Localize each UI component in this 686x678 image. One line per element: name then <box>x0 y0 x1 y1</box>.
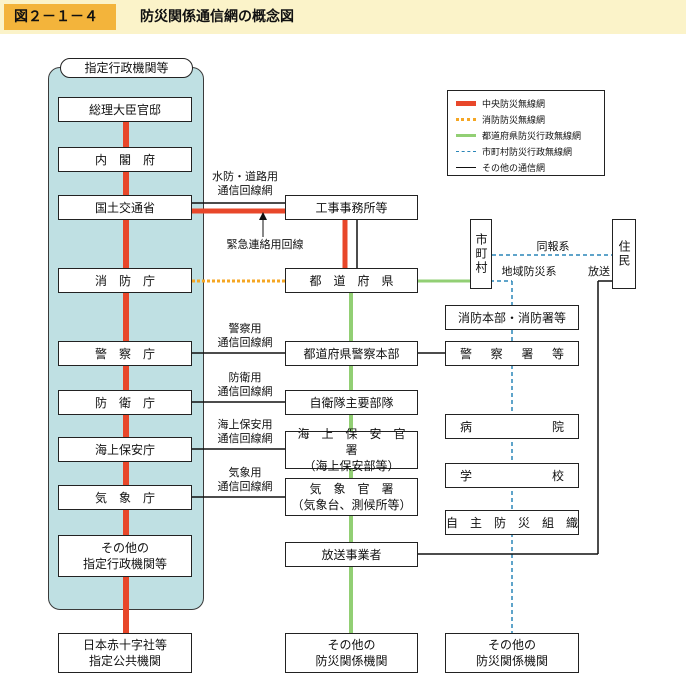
agency-fire: 消 防 庁 <box>58 268 192 293</box>
legend: 中央防災無線網 消防防災無線網 都道府県防災行政無線網 市町村防災行政無線網 そ… <box>447 90 605 176</box>
sdf-units: 自衛隊主要部隊 <box>285 390 418 415</box>
agency-defense: 防 衛 庁 <box>58 390 192 415</box>
label-chiiki: 地域防災系 <box>501 265 557 278</box>
fire-departments: 消防本部・消防署等 <box>445 305 579 330</box>
legend-swatch <box>456 133 476 137</box>
construction-office: 工事事務所等 <box>285 195 418 220</box>
hospital-char: 病 <box>460 419 473 434</box>
legend-item: 消防防災無線網 <box>456 113 546 126</box>
agency-meteorological: 気 象 庁 <box>58 485 192 510</box>
agency-others: その他の 指定行政機関等 <box>58 535 192 577</box>
label-emergency-line: 緊急連絡用回線 <box>226 238 304 251</box>
legend-label: 都道府県防災行政無線網 <box>482 131 582 142</box>
broadcasters: 放送事業者 <box>285 542 418 567</box>
panel-title: 指定行政機関等 <box>60 58 193 78</box>
legend-swatch <box>456 117 476 121</box>
meteorological-offices: 気 象 官 署 （気象台、測候所等） <box>285 478 418 516</box>
label-defense-network: 防衛用 通信回線網 <box>217 371 273 398</box>
legend-swatch <box>456 150 476 152</box>
legend-item: 都道府県防災行政無線網 <box>456 129 582 142</box>
other-disaster-agencies-middle: その他の 防災関係機関 <box>285 633 418 673</box>
residents: 住民 <box>612 219 636 289</box>
label-doho: 同報系 <box>536 240 570 253</box>
figure-number: 図２－１－４ <box>4 4 116 30</box>
legend-item: その他の通信網 <box>456 161 546 174</box>
legend-label: その他の通信網 <box>482 163 546 174</box>
prefectural-police-hq: 都道府県警察本部 <box>285 341 418 366</box>
agency-police: 警 察 庁 <box>58 341 192 366</box>
prefecture: 都 道 府 県 <box>285 268 418 293</box>
agency-coast-guard: 海上保安庁 <box>58 437 192 462</box>
hospital-char: 院 <box>551 419 564 434</box>
police-char: 察 <box>490 346 503 361</box>
school-char: 校 <box>551 468 564 483</box>
legend-item: 市町村防災行政無線網 <box>456 145 573 158</box>
legend-label: 中央防災無線網 <box>482 99 546 110</box>
figure-header: 図２－１－４ 防災関係通信網の概念図 <box>0 0 686 34</box>
volunteer-organizations: 自 主 防 災 組 織 <box>445 510 579 535</box>
police-stations: 警 察 署 等 <box>445 341 579 366</box>
figure-title: 防災関係通信網の概念図 <box>140 9 294 25</box>
label-coastguard-network: 海上保安用 通信回線網 <box>217 418 273 445</box>
police-char: 署 <box>521 346 534 361</box>
school-char: 学 <box>460 468 473 483</box>
hospitals: 病 院 <box>445 414 579 439</box>
label-meteorological-network: 気象用 通信回線網 <box>217 466 273 493</box>
emergency-arrowhead <box>259 212 267 220</box>
legend-swatch <box>456 166 476 168</box>
legend-label: 市町村防災行政無線網 <box>482 147 573 158</box>
police-char: 警 <box>460 346 473 361</box>
agency-kantei: 総理大臣官邸 <box>58 97 192 122</box>
label-police-network: 警察用 通信回線網 <box>217 322 273 349</box>
schools: 学 校 <box>445 463 579 488</box>
other-disaster-agencies-right: その他の 防災関係機関 <box>445 633 579 673</box>
legend-swatch <box>456 100 476 106</box>
agency-cabinet-office: 内 閣 府 <box>58 147 192 172</box>
legend-label: 消防防災無線網 <box>482 115 546 126</box>
label-broadcast: 放送 <box>588 265 610 278</box>
red-cross-public-institutions: 日本赤十字社等 指定公共機関 <box>58 633 192 673</box>
municipality: 市町村 <box>470 219 492 289</box>
label-flood-road-network: 水防・道路用 通信回線網 <box>212 170 278 197</box>
police-char: 等 <box>551 346 564 361</box>
agency-mlit: 国土交通省 <box>58 195 192 220</box>
coast-guard-offices: 海 上 保 安 官 署 （海上保安部等） <box>285 427 418 473</box>
legend-item: 中央防災無線網 <box>456 97 546 110</box>
